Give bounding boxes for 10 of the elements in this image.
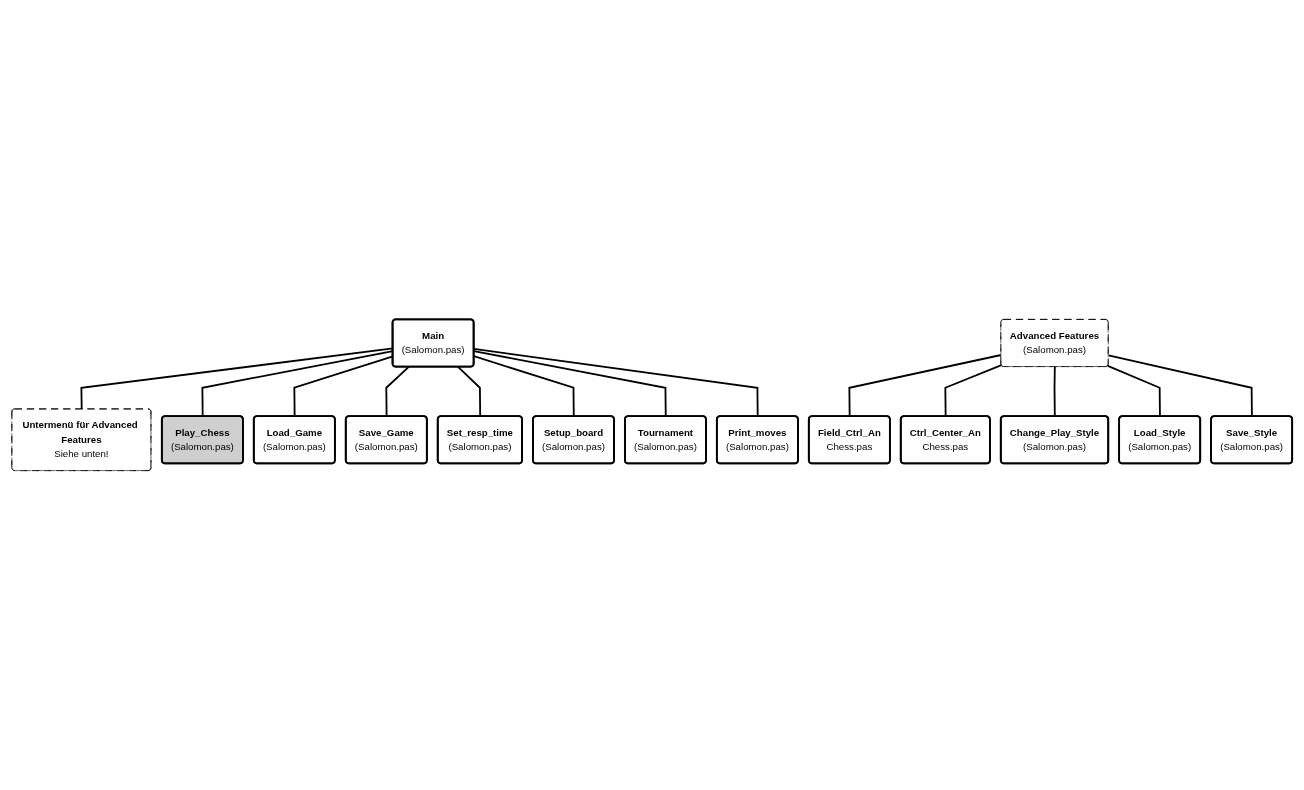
connector [1106,364,1161,418]
connector [944,364,1003,418]
connector [848,354,1002,418]
connector [1053,365,1056,418]
connector [473,350,667,418]
connector [473,347,759,418]
connector [1107,354,1253,418]
connector [473,355,575,418]
connector [385,365,410,418]
connector [457,365,482,418]
